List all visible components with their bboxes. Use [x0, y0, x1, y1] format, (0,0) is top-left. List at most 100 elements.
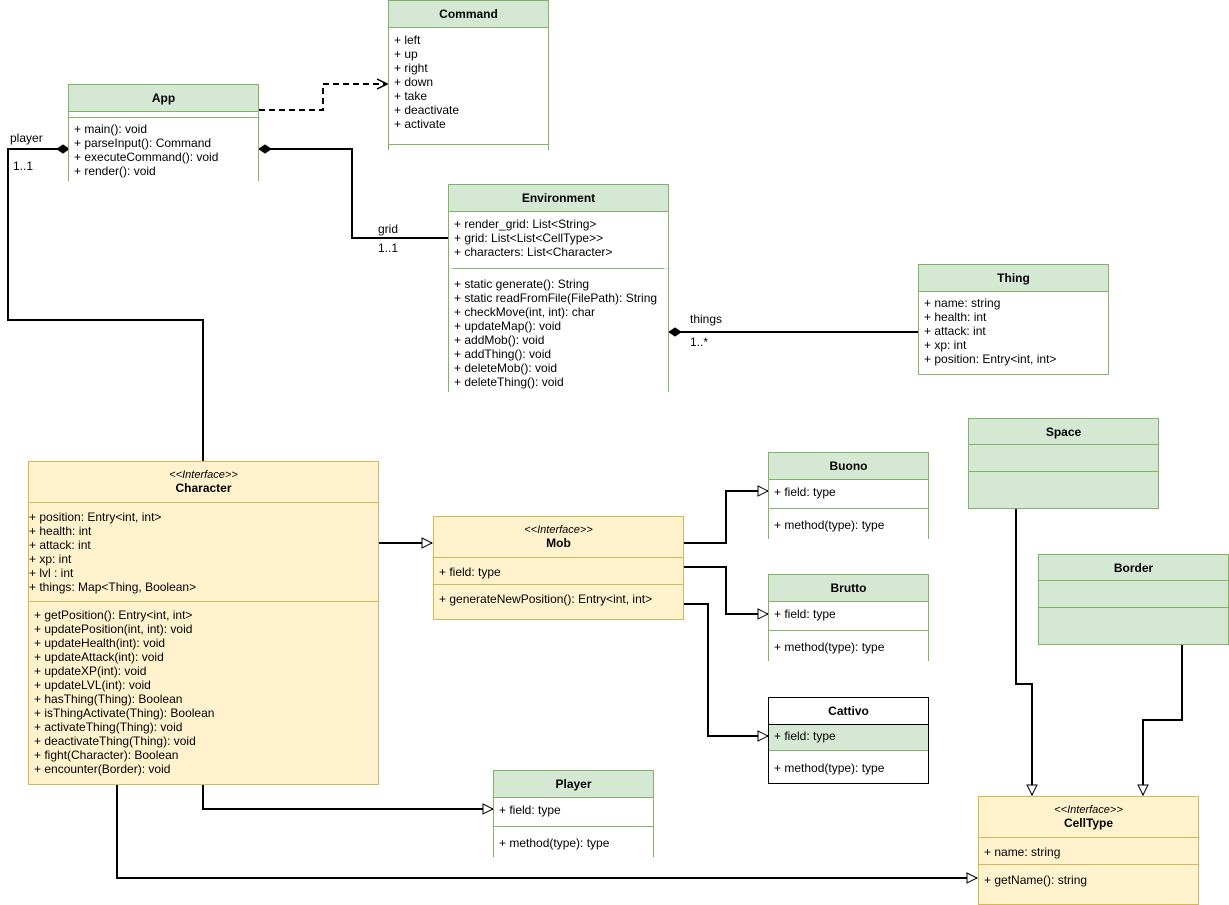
class-celltype-stereotype: <<Interface>>: [1054, 804, 1123, 816]
member-item: + executeCommand(): void: [74, 150, 219, 164]
class-app-methods: + main(): void+ parseInput(): Command+ e…: [69, 118, 258, 181]
class-brutto[interactable]: Brutto + field: type + method(type): typ…: [768, 574, 929, 661]
edge-app-command: [259, 84, 387, 111]
edge-character-player: [202, 785, 493, 809]
member-item: + up: [394, 47, 418, 61]
class-brutto-attributes: + field: type: [769, 602, 928, 630]
class-environment[interactable]: Environment + render_grid: List<String>+…: [448, 184, 669, 392]
class-character-methods: + getPosition(): Entry<int, int>+ update…: [29, 602, 378, 784]
label-grid-role: grid: [378, 222, 399, 236]
class-cattivo[interactable]: Cattivo + field: type + method(type): ty…: [768, 697, 929, 784]
class-thing-attributes: + name: string+ health: int+ attack: int…: [919, 292, 1108, 374]
member-item: + down: [394, 75, 434, 89]
member-item: + health: int: [924, 310, 987, 324]
member-item: + deleteMob(): void: [454, 361, 558, 375]
member-item: + field: type: [774, 729, 836, 743]
class-cattivo-attributes: + field: type: [769, 725, 928, 751]
member-item: + method(type): type: [774, 518, 885, 532]
class-mob-header: <<Interface>> Mob: [434, 517, 683, 557]
member-item: + activate: [394, 117, 446, 131]
member-item: + attack: int: [29, 538, 91, 552]
class-thing-name: Thing: [919, 265, 1108, 292]
class-buono-methods: + method(type): type: [769, 509, 928, 539]
member-item: + main(): void: [74, 122, 148, 136]
member-item: + characters: List<Character>: [454, 245, 613, 259]
member-item: + updateAttack(int): void: [34, 650, 164, 664]
class-character[interactable]: <<Interface>> Character + position: Entr…: [28, 461, 379, 785]
member-item: + left: [394, 33, 421, 47]
member-item: + hasThing(Thing): Boolean: [34, 692, 183, 706]
member-item: + position: Entry<int, int>: [924, 352, 1057, 366]
member-item: + updateHealth(int): void: [34, 636, 166, 650]
member-item: + addMob(): void: [454, 333, 545, 347]
member-item: + lvl : int: [29, 566, 74, 580]
member-item: + checkMove(int, int): char: [454, 305, 596, 319]
member-item: + field: type: [499, 803, 561, 817]
class-player-methods: + method(type): type: [494, 827, 653, 857]
edge-mob-buono: [684, 491, 768, 544]
member-item: + deactivate: [394, 103, 460, 117]
class-command[interactable]: Command + left+ up+ right+ down+ take+ d…: [388, 0, 549, 150]
class-space[interactable]: Space: [968, 418, 1159, 509]
class-mob[interactable]: <<Interface>> Mob + field: type + genera…: [433, 516, 684, 620]
member-item: + xp: int: [924, 338, 967, 352]
class-app[interactable]: App + main(): void+ parseInput(): Comman…: [68, 84, 259, 181]
class-border[interactable]: Border: [1038, 554, 1229, 645]
class-celltype-attributes: + name: string: [979, 838, 1198, 864]
edge-app-character: [7, 144, 204, 461]
class-character-attributes: + position: Entry<int, int>+ health: int…: [29, 503, 378, 601]
class-celltype-header: <<Interface>> CellType: [979, 797, 1198, 837]
member-item: + attack: int: [924, 324, 986, 338]
class-buono-attributes: + field: type: [769, 480, 928, 508]
class-app-name: App: [69, 85, 258, 112]
class-mob-name: Mob: [546, 536, 571, 550]
class-player-name: Player: [494, 771, 653, 798]
member-item: + things: Map<Thing, Boolean>: [29, 580, 197, 594]
member-item: + deleteThing(): void: [454, 375, 564, 389]
class-celltype-methods: + getName(): string: [979, 865, 1198, 901]
member-item: + static generate(): String: [454, 277, 590, 291]
member-item: + render(): void: [74, 164, 156, 178]
class-thing[interactable]: Thing + name: string+ health: int+ attac…: [918, 264, 1109, 375]
member-item: + method(type): type: [774, 640, 885, 654]
member-item: + xp: int: [29, 552, 72, 566]
member-item: + take: [394, 89, 428, 103]
member-item: + deactivateThing(Thing): void: [34, 734, 196, 748]
member-item: + updateLVL(int): void: [34, 678, 151, 692]
member-item: + method(type): type: [499, 836, 610, 850]
class-character-header: <<Interface>> Character: [29, 462, 378, 502]
member-item: + encounter(Border): void: [34, 762, 171, 776]
member-item: + static readFromFile(FilePath): String: [454, 291, 658, 305]
member-item: + isThingActivate(Thing): Boolean: [34, 706, 215, 720]
member-item: + addThing(): void: [454, 347, 552, 361]
class-brutto-name: Brutto: [769, 575, 928, 602]
label-player-multiplicity: 1..1: [13, 159, 34, 173]
member-item: + updatePosition(int, int): void: [34, 622, 193, 636]
edge-mob-cattivo: [684, 603, 768, 736]
class-mob-stereotype: <<Interface>>: [524, 524, 593, 536]
edge-app-environment: [258, 144, 448, 239]
class-brutto-methods: + method(type): type: [769, 631, 928, 661]
member-item: + right: [394, 61, 428, 75]
member-item: + activateThing(Thing): void: [34, 720, 183, 734]
class-mob-attributes: + field: type: [434, 558, 683, 584]
member-item: + updateXP(int): void: [34, 664, 147, 678]
member-item: + render_grid: List<String>: [454, 217, 597, 231]
label-things-role: things: [690, 312, 723, 326]
edge-border-celltype: [1143, 644, 1183, 795]
class-buono[interactable]: Buono + field: type + method(type): type: [768, 452, 929, 539]
edge-space-celltype: [1015, 508, 1032, 795]
member-item: + field: type: [439, 565, 501, 579]
member-item: + parseInput(): Command: [74, 136, 212, 150]
member-item: + fight(Character): Boolean: [34, 748, 179, 762]
class-celltype[interactable]: <<Interface>> CellType + name: string + …: [978, 796, 1199, 905]
class-environment-attributes: + render_grid: List<String>+ grid: List<…: [449, 212, 668, 268]
member-item: + generateNewPosition(): Entry<int, int>: [439, 592, 653, 606]
label-grid-multiplicity: 1..1: [378, 241, 399, 255]
member-item: + health: int: [29, 524, 92, 538]
class-command-attributes: + left+ up+ right+ down+ take+ deactivat…: [389, 28, 548, 144]
class-cattivo-methods: + method(type): type: [769, 751, 928, 781]
class-character-stereotype: <<Interface>>: [169, 469, 238, 481]
class-player[interactable]: Player + field: type + method(type): typ…: [493, 770, 654, 857]
class-cattivo-name: Cattivo: [769, 698, 928, 725]
